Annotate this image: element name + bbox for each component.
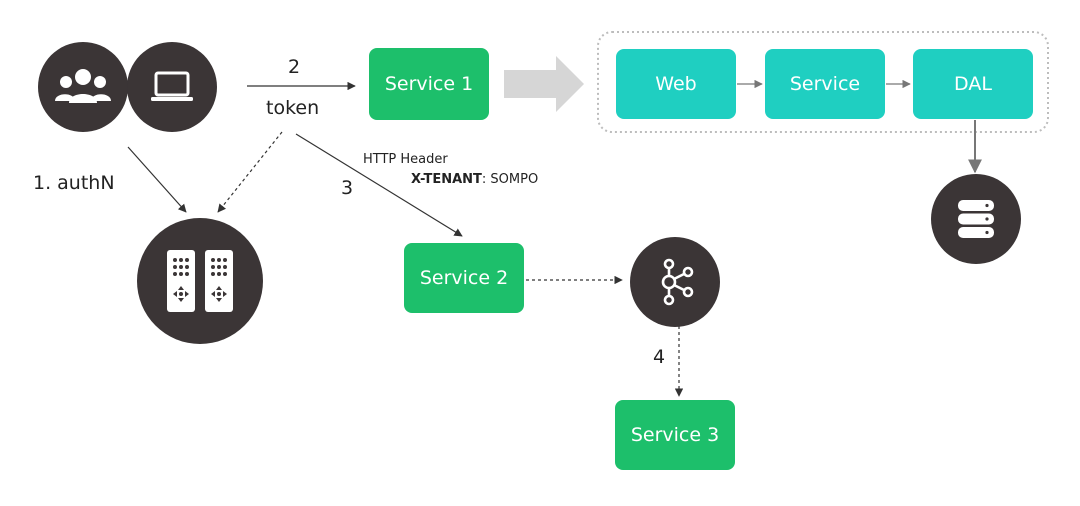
service1-box[interactable]: Service 1 [369, 48, 489, 120]
service3-box[interactable]: Service 3 [615, 400, 735, 470]
message-broker-icon [661, 258, 694, 306]
tenant-header-line: X-TENANT: SOMPO [411, 172, 538, 187]
identity-provider-icon [167, 250, 233, 312]
broker-step-label: 4 [653, 346, 666, 368]
database-icon [958, 200, 994, 238]
service2-box[interactable]: Service 2 [404, 243, 524, 313]
database-node [931, 174, 1021, 264]
users-node [38, 42, 128, 132]
laptop-node [127, 42, 217, 132]
identity-provider-node [137, 218, 263, 344]
token-to-service2-arrow [295, 133, 463, 237]
laptop-icon [151, 71, 193, 101]
authn-label: 1. authN [33, 172, 115, 194]
token-validate-arrow [217, 131, 283, 213]
big-flow-arrow [504, 56, 584, 112]
token-label: token [266, 97, 320, 119]
tenant-header-key: X-TENANT [411, 172, 482, 187]
header-step-label: 3 [341, 177, 354, 199]
web-tier-box[interactable]: Web [616, 49, 736, 119]
http-header-title: HTTP Header [363, 152, 448, 167]
service-tier-box[interactable]: Service [765, 49, 885, 119]
token-step-label: 2 [288, 56, 301, 78]
tier-group-border [597, 31, 1049, 133]
users-icon [55, 69, 111, 103]
message-broker-node [630, 237, 720, 327]
authn-arrow [127, 146, 187, 213]
tenant-header-value: : SOMPO [481, 172, 539, 187]
dal-tier-box[interactable]: DAL [913, 49, 1033, 119]
